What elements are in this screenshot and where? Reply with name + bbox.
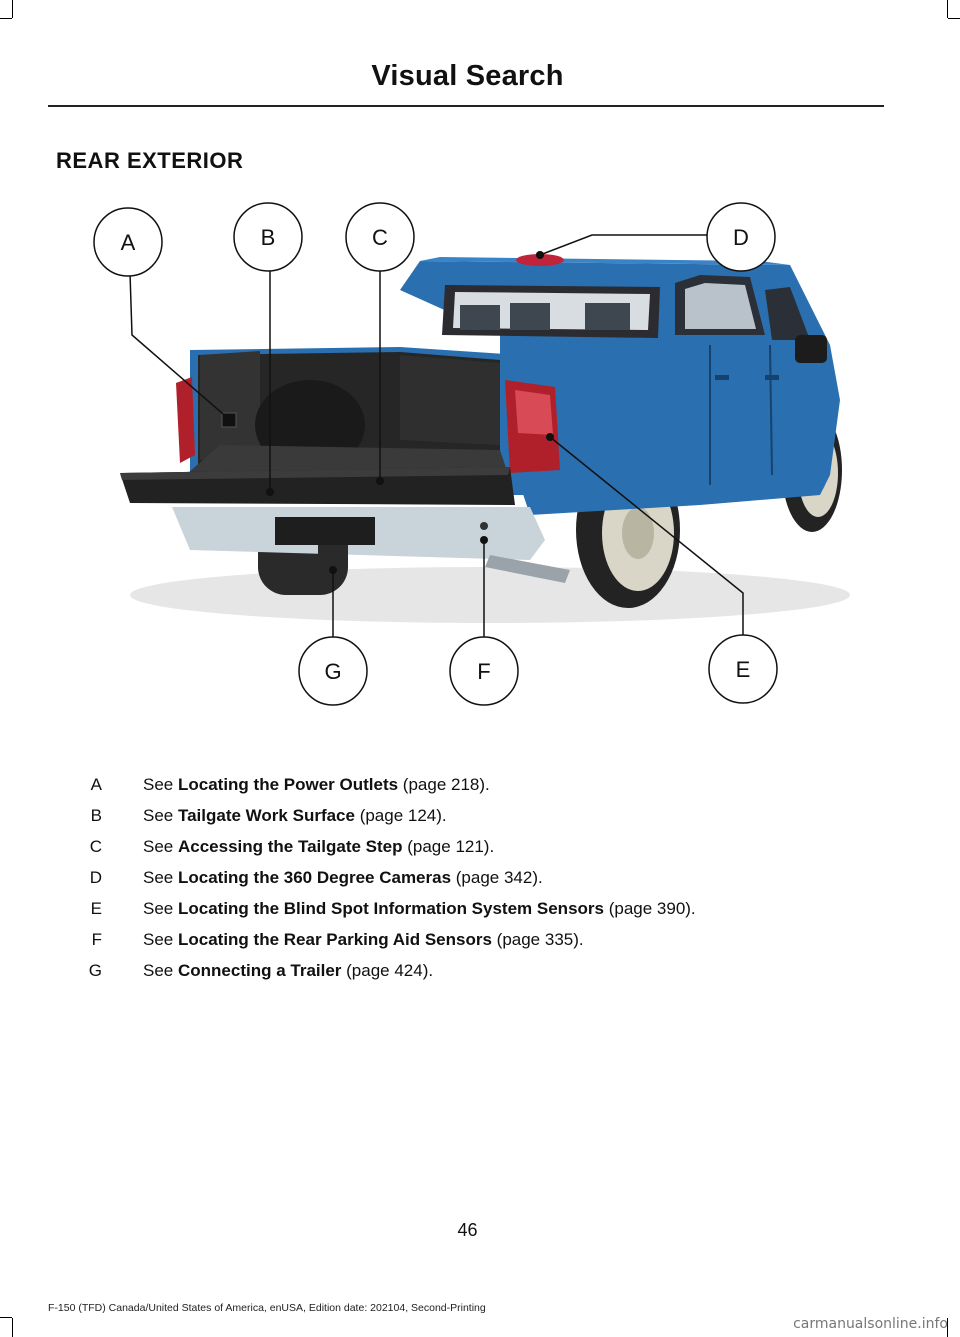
crop-mark [948,18,960,19]
svg-text:B: B [261,225,276,250]
crop-mark [947,0,948,18]
legend-item: B See Tailgate Work Surface (page 124). [0,806,960,837]
svg-text:A: A [121,230,136,255]
legend-prefix: See [143,775,178,794]
legend-letter: D [89,868,102,887]
svg-text:E: E [736,657,751,682]
callout-b: B [233,202,303,272]
svg-text:F: F [477,659,490,684]
legend-page-ref: (page 424). [341,961,434,980]
crop-mark [12,0,13,18]
legend-letter: F [91,930,102,949]
tailgate [120,467,515,505]
leader-line-d [539,234,708,256]
callout-g: G [298,636,368,706]
legend-item: C See Accessing the Tailgate Step (page … [0,837,960,868]
legend-prefix: See [143,806,178,825]
legend-link[interactable]: Connecting a Trailer [177,961,342,980]
page-number: 46 [457,1220,478,1240]
legend-letter: G [88,961,102,980]
legend-link[interactable]: Locating the 360 Degree Cameras [177,868,452,887]
page-header-title: Visual Search [371,60,564,92]
truck-bed [176,347,560,495]
crop-mark [947,1318,948,1337]
legend-letter: A [90,775,102,794]
document-footer: F-150 (TFD) Canada/United States of Amer… [48,1302,486,1314]
section-title: REAR EXTERIOR [56,148,244,173]
legend-item: D See Locating the 360 Degree Cameras (p… [0,868,960,899]
legend-letter: E [90,899,102,918]
crop-mark [0,1317,12,1318]
crop-mark [12,1318,13,1337]
svg-text:G: G [324,659,341,684]
legend-page-ref: (page 218). [398,775,490,794]
crop-mark [0,18,12,19]
legend-link[interactable]: Accessing the Tailgate Step [177,837,403,856]
leader-line-a [129,272,231,421]
callout-legend: A See Locating the Power Outlets (page 2… [0,775,960,992]
callout-c: C [345,202,415,272]
legend-link[interactable]: Locating the Blind Spot Information Syst… [177,899,604,918]
legend-item: F See Locating the Rear Parking Aid Sens… [0,930,960,961]
legend-page-ref: (page 390). [603,899,696,918]
legend-page-ref: (page 342). [451,868,543,887]
leader-line-e [549,436,744,643]
legend-prefix: See [143,837,178,856]
legend-page-ref: (page 335). [491,930,584,949]
legend-link[interactable]: Locating the Power Outlets [177,775,399,794]
legend-page-ref: (page 121). [402,837,495,856]
legend-prefix: See [143,868,178,887]
legend-item: G See Connecting a Trailer (page 424). [0,961,960,992]
legend-page-ref: (page 124). [354,806,447,825]
header-divider [48,105,884,107]
svg-text:C: C [372,225,388,250]
legend-link[interactable]: Locating the Rear Parking Aid Sensors [177,930,492,949]
legend-item: E See Locating the Blind Spot Informatio… [0,899,960,930]
watermark: carmanualsonline.info [793,1316,948,1332]
truck-rear-figure: A B C D E F G [60,195,900,720]
svg-text:D: D [733,225,749,250]
legend-prefix: See [143,899,178,918]
callout-f: F [449,636,519,706]
legend-item: A See Locating the Power Outlets (page 2… [0,775,960,806]
rear-bumper [172,507,570,583]
callout-e: E [708,634,778,704]
legend-prefix: See [143,961,178,980]
callout-a: A [93,207,163,277]
legend-prefix: See [143,930,178,949]
legend-link[interactable]: Tailgate Work Surface [177,806,355,825]
legend-letter: C [89,837,102,856]
legend-letter: B [90,806,102,825]
callout-d: D [706,202,776,272]
